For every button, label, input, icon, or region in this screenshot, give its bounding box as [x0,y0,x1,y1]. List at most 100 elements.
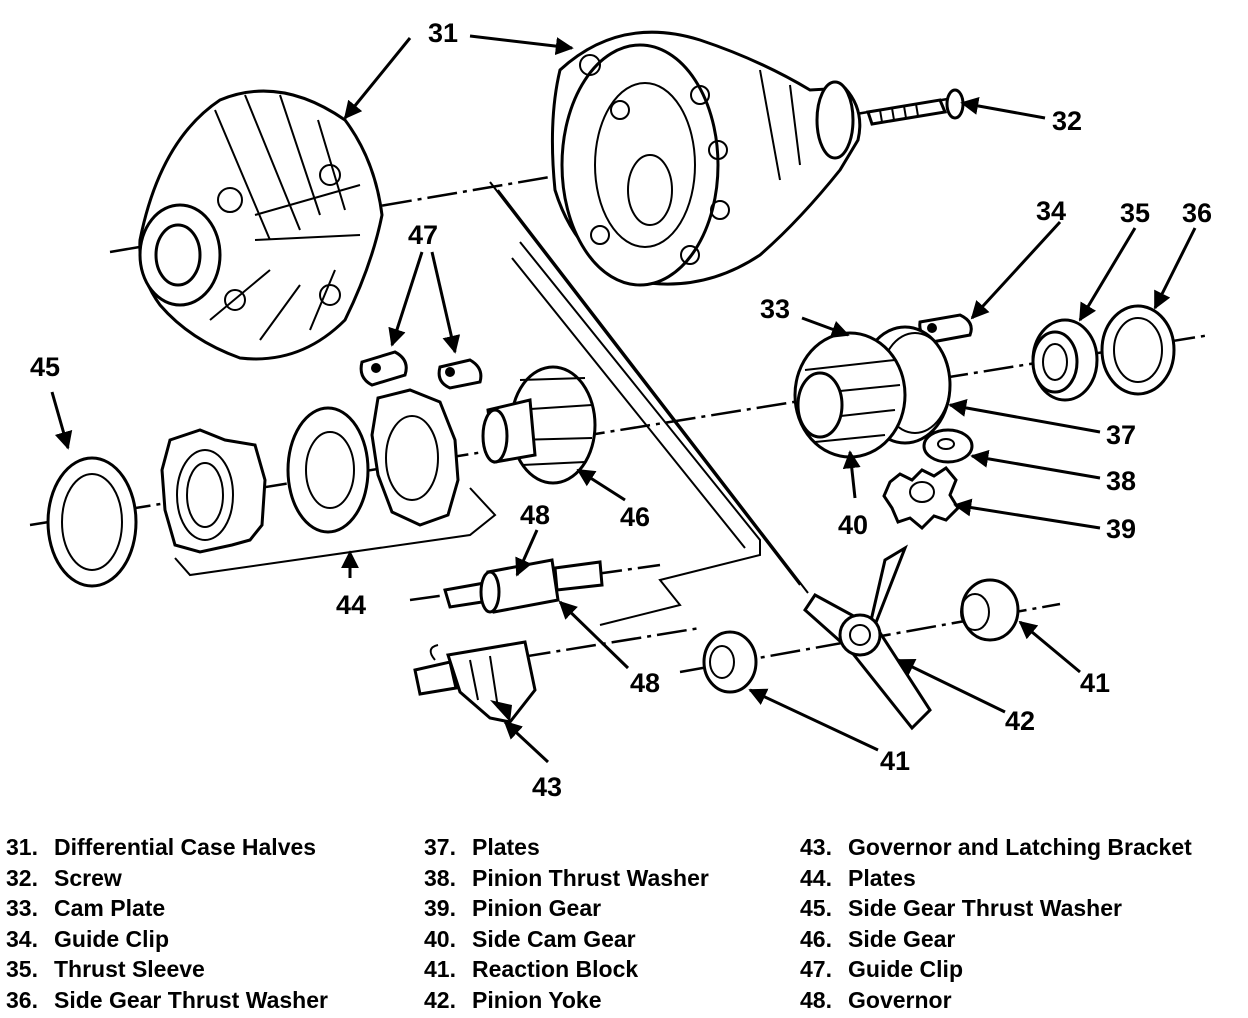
legend-row: 34. Guide Clip [6,924,328,955]
legend-row: 36. Side Gear Thrust Washer [6,985,328,1016]
legend-number: 36. [6,986,38,1013]
callout-41-right: 41 [1080,668,1110,698]
legend-row: 41. Reaction Block [424,954,709,985]
side-gear [481,365,597,485]
plates-bracket-44 [174,487,497,577]
legend-number: 31. [6,834,38,860]
legend-label: Side Gear Thrust Washer [848,895,1122,921]
assembly-guide-path [489,181,809,626]
leader-lines [50,34,1197,764]
callout-38: 38 [1106,466,1136,496]
side-cam-gear-assembly [793,325,952,459]
legend-row: 38. Pinion Thrust Washer [424,863,709,894]
legend-label: Cam Plate [54,895,166,921]
legend-label: Reaction Block [472,956,639,982]
legend-row: 42. Pinion Yoke [424,985,709,1016]
legend-row: 37. Plates [424,832,709,863]
legend-column-2: 37. Plates 38. Pinion Thrust Washer 39. Pin… [424,832,709,1015]
legend-number: 35. [6,956,38,982]
reaction-block-left [702,630,758,694]
legend-label: Screw [54,864,122,891]
callout-44: 44 [336,590,366,620]
differential-case-left-half [138,89,384,361]
legend-number: 45. [800,895,832,921]
side-gear-thrust-washer-right [1100,304,1176,396]
legend-row: 33. Cam Plate [6,893,328,924]
governor-latching-bracket [413,640,537,724]
parts-legend: 31. Differential Case Halves 32. Screw 33.… [0,832,1248,1018]
legend-label: Guide Clip [54,925,169,952]
legend-label: Side Gear Thrust Washer [54,986,328,1013]
legend-label: Pinion Gear [472,895,602,921]
callout-45: 45 [30,352,60,382]
guide-clip-left-1 [359,350,408,387]
callout-48-upper: 48 [520,500,550,530]
callout-33: 33 [760,294,790,324]
callout-43: 43 [532,772,562,802]
callout-39: 39 [1106,514,1136,544]
callout-37: 37 [1106,420,1136,450]
callout-36: 36 [1182,198,1212,228]
legend-column-1: 31. Differential Case Halves 32. Screw 33.… [6,832,328,1015]
legend-number: 42. [424,986,456,1013]
callout-32: 32 [1052,106,1082,136]
legend-label: Guide Clip [848,956,963,982]
governor [443,558,604,614]
callout-42: 42 [1005,706,1035,736]
screw [866,88,965,126]
pinion-gear [882,466,960,531]
legend-row: 45. Side Gear Thrust Washer [800,893,1192,924]
legend-number: 39. [424,895,456,921]
legend-row: 46. Side Gear [800,924,1192,955]
reaction-block-right [960,578,1020,642]
callout-35: 35 [1120,198,1150,228]
legend-row: 40. Side Cam Gear [424,924,709,955]
callout-31: 31 [428,18,458,48]
callout-41-left: 41 [880,746,910,776]
legend-row: 48. Governor [800,985,1192,1016]
callout-40: 40 [838,510,868,540]
legend-label: Side Gear [848,925,956,952]
legend-number: 41. [424,956,456,982]
legend-number: 46. [800,925,832,952]
legend-number: 40. [424,925,456,952]
legend-number: 33. [6,895,38,921]
legend-label: Pinion Thrust Washer [472,864,709,891]
guide-clip-left-2 [437,358,483,390]
legend-number: 32. [6,864,38,891]
differential-case-right-half [550,30,862,287]
callout-34: 34 [1036,196,1066,226]
legend-number: 37. [424,834,456,860]
legend-number: 48. [800,986,832,1013]
legend-label: Thrust Sleeve [54,956,205,982]
legend-number: 44. [800,864,832,891]
legend-row: 47. Guide Clip [800,954,1192,985]
legend-row: 39. Pinion Gear [424,893,709,924]
legend-number: 34. [6,925,38,952]
legend-label: Governor and Latching Bracket [848,834,1192,860]
legend-column-3: 43. Governor and Latching Bracket 44. Plat… [800,832,1192,1015]
legend-number: 47. [800,956,832,982]
thrust-sleeve [1031,318,1099,402]
exploded-differential-diagram: 31 32 33 34 35 36 37 38 39 40 41 41 42 4… [29,18,1212,802]
plates-stack [160,388,460,554]
centerline-governor [409,563,661,602]
legend-row: 32. Screw [6,863,328,894]
legend-label: Differential Case Halves [54,834,317,860]
callout-46: 46 [620,502,650,532]
legend-label: Plates [472,834,540,860]
legend-number: 38. [424,864,456,891]
legend-label: Plates [848,864,916,891]
legend-label: Pinion Yoke [472,986,602,1013]
callout-47: 47 [408,220,438,250]
legend-row: 35. Thrust Sleeve [6,954,328,985]
callout-48-lower: 48 [630,668,660,698]
legend-label: Governor [848,986,952,1013]
legend-number: 43. [800,834,832,860]
legend-label: Side Cam Gear [472,925,636,952]
pinion-yoke [803,544,932,731]
legend-row: 31. Differential Case Halves [6,832,328,863]
legend-row: 43. Governor and Latching Bracket [800,832,1192,863]
legend-row: 44. Plates [800,863,1192,894]
pinion-thrust-washer [922,428,974,464]
